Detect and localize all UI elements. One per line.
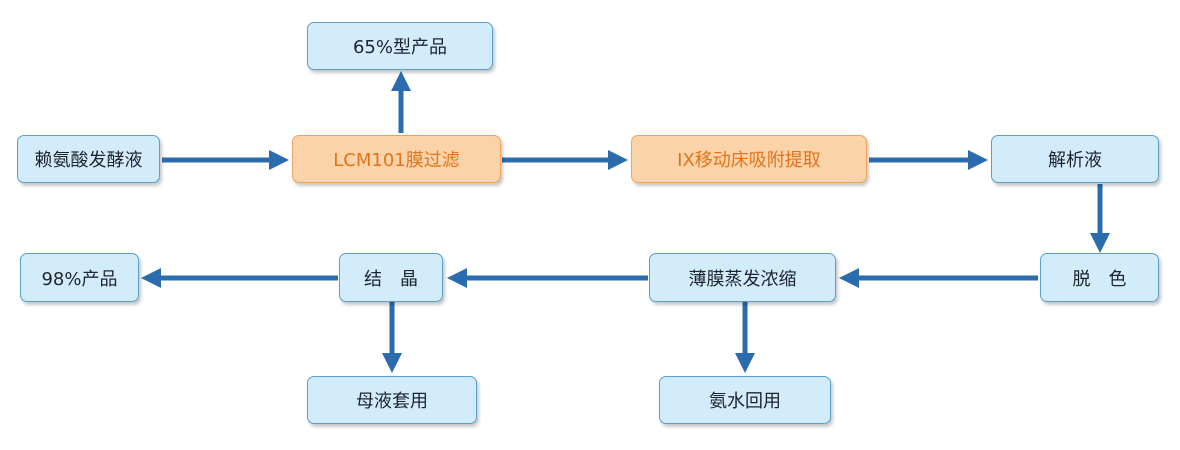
node-65-product-label: 65%型产品 xyxy=(352,37,447,58)
node-ammonia-reuse: 氨水回用 xyxy=(659,376,831,424)
node-lysine-broth: 赖氨酸发酵液 xyxy=(17,135,160,183)
node-crystallization-label: 结 晶 xyxy=(364,268,418,290)
node-ix-extraction-label: IX移动床吸附提取 xyxy=(677,150,821,171)
node-crystallization: 结 晶 xyxy=(339,253,443,302)
node-thin-film-evaporation-label: 薄膜蒸发浓缩 xyxy=(688,268,797,290)
node-98-product: 98%产品 xyxy=(20,253,139,302)
node-mother-liquor-reuse: 母液套用 xyxy=(307,376,477,424)
node-lysine-broth-label: 赖氨酸发酵液 xyxy=(34,150,143,171)
node-65-product: 65%型产品 xyxy=(307,22,493,70)
node-eluate-label: 解析液 xyxy=(1048,150,1102,171)
node-mother-liquor-reuse-label: 母液套用 xyxy=(356,391,428,412)
node-thin-film-evaporation: 薄膜蒸发浓缩 xyxy=(649,253,836,302)
node-98-product-label: 98%产品 xyxy=(41,268,118,290)
node-lcm-filtration: LCM101膜过滤 xyxy=(292,135,501,183)
node-ammonia-reuse-label: 氨水回用 xyxy=(709,391,781,412)
node-decolorize-label: 脱 色 xyxy=(1072,268,1127,290)
node-lcm-filtration-label: LCM101膜过滤 xyxy=(333,150,460,171)
node-decolorize: 脱 色 xyxy=(1040,253,1159,302)
node-ix-extraction: IX移动床吸附提取 xyxy=(631,135,867,183)
node-eluate: 解析液 xyxy=(991,135,1159,183)
